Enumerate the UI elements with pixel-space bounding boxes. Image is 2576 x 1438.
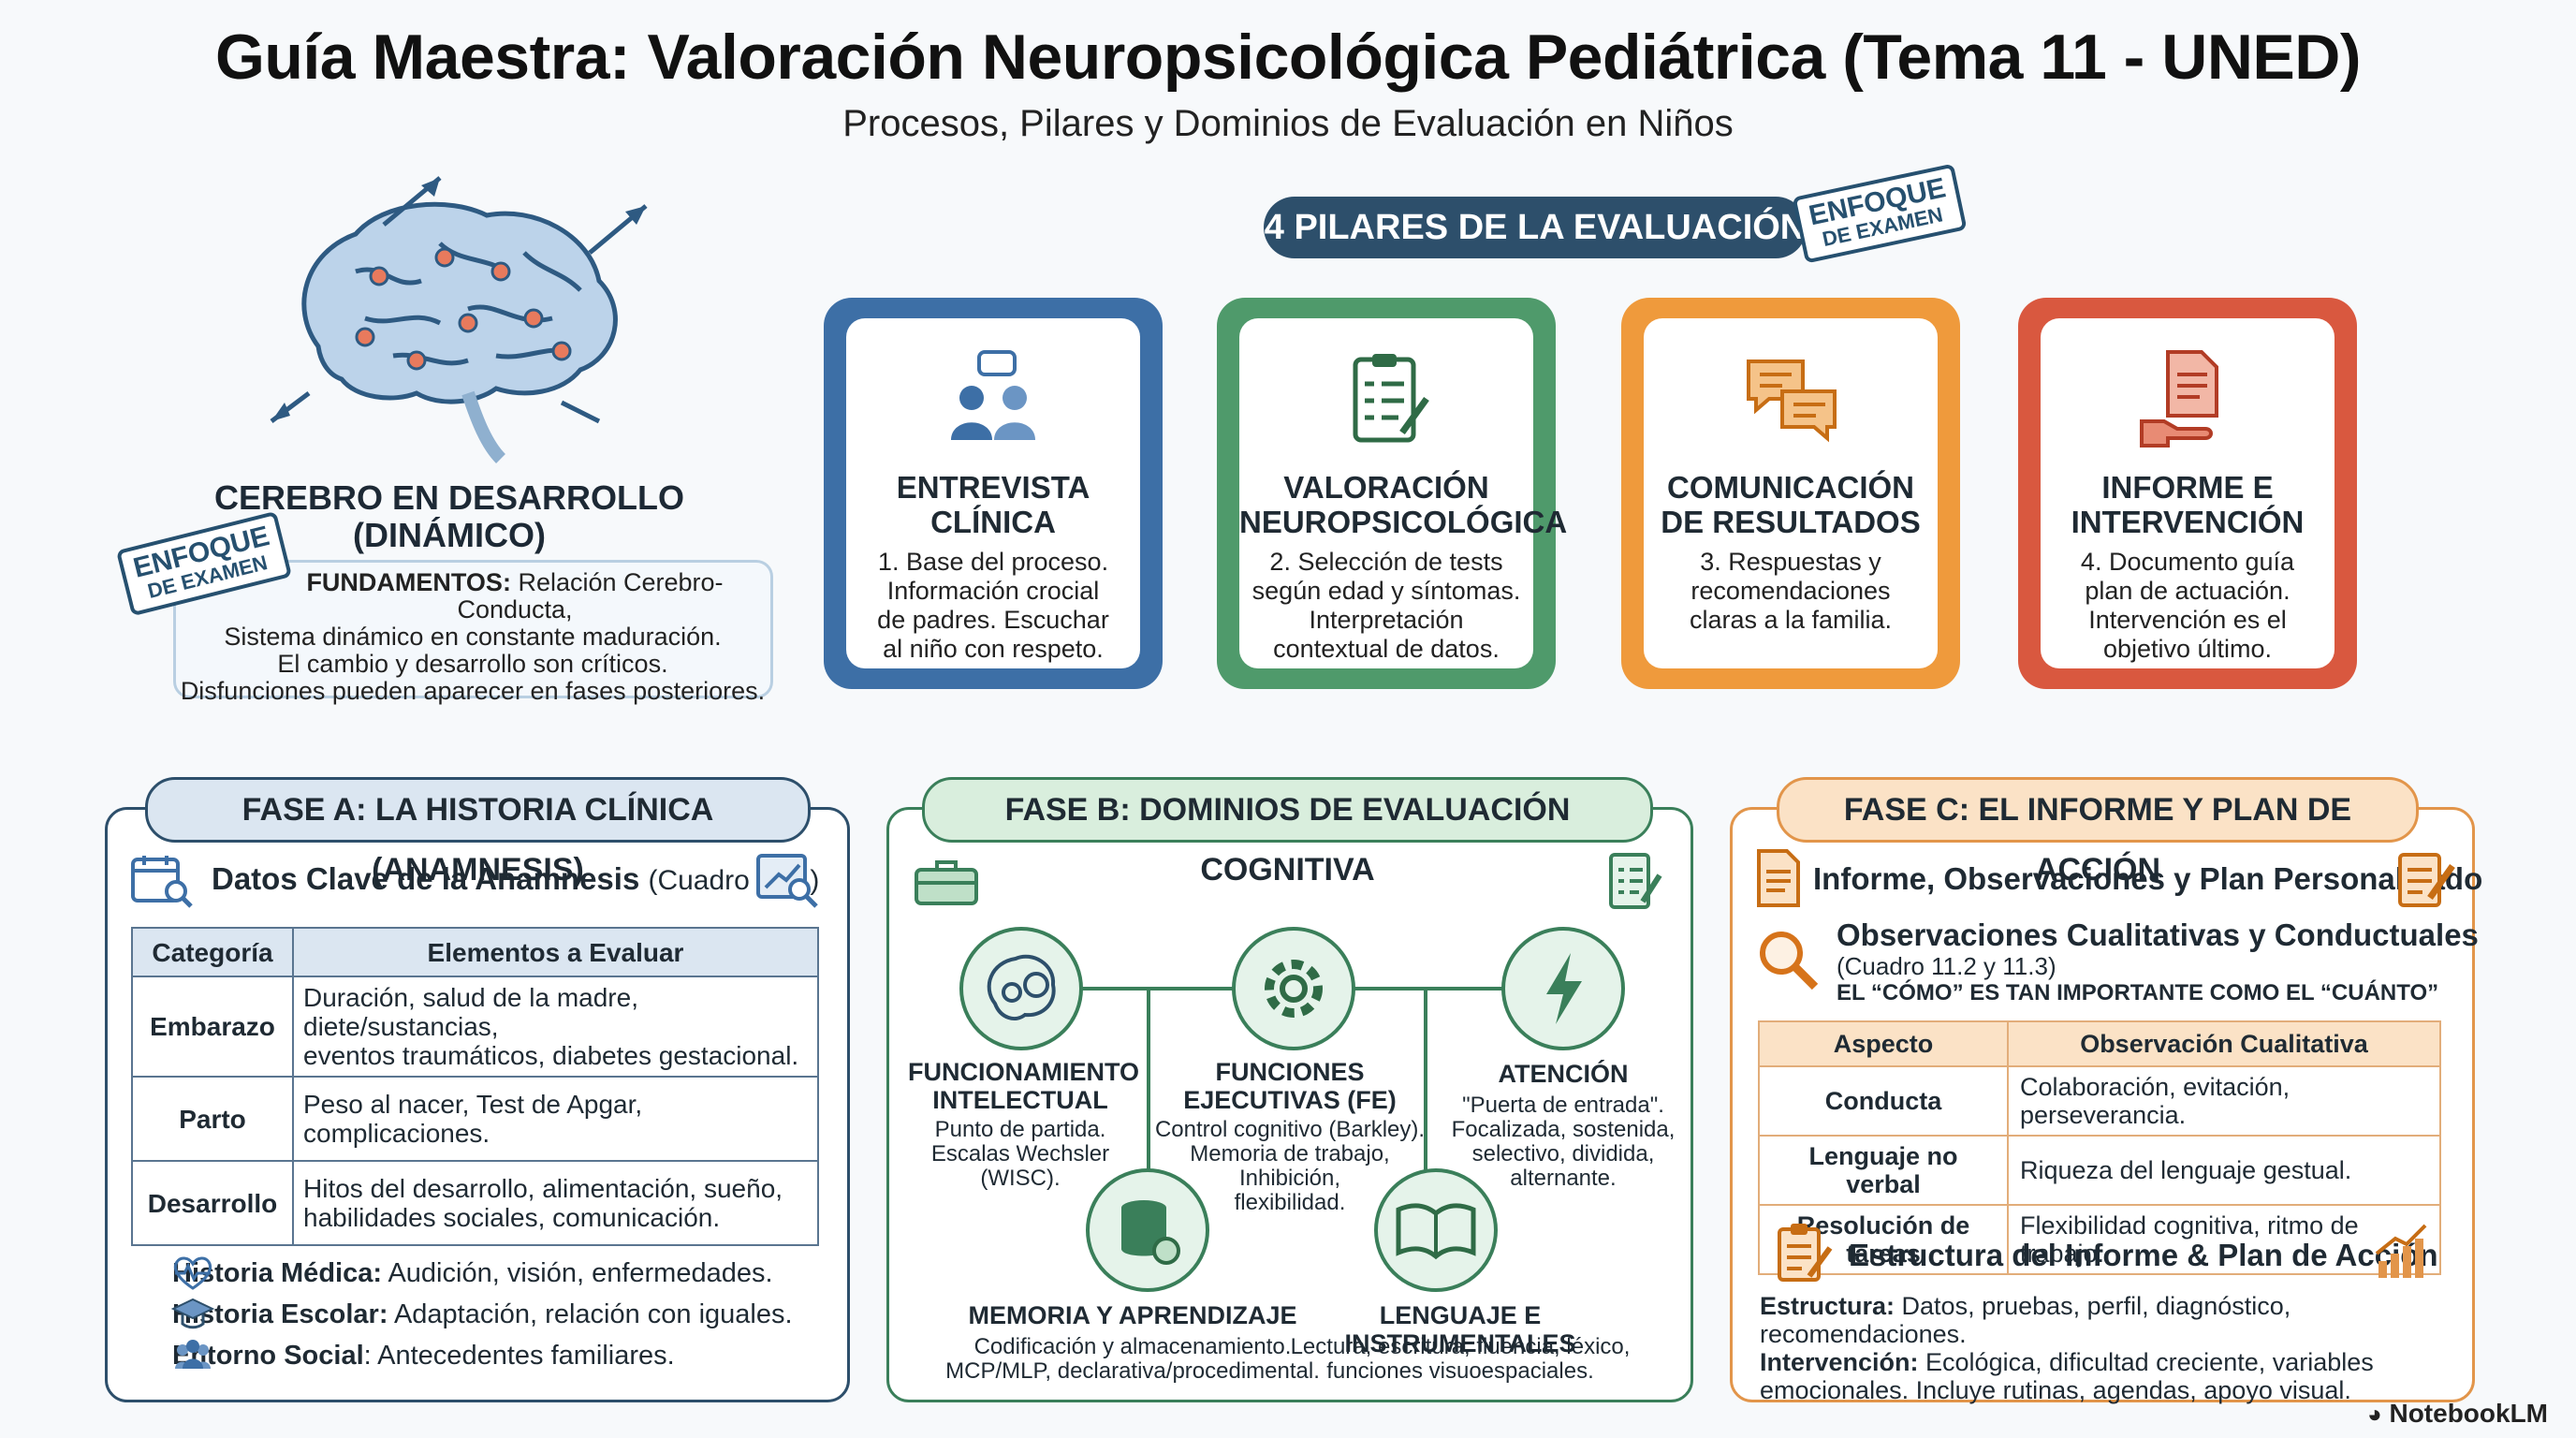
observations-title: Observaciones Cualitativas y Conductuale… bbox=[1837, 917, 2479, 952]
brain-gears-icon bbox=[959, 927, 1083, 1050]
history-list: Historia Médica: Audición, visión, enfer… bbox=[172, 1253, 793, 1376]
database-icon bbox=[1086, 1168, 1209, 1292]
gear-icon bbox=[1232, 927, 1355, 1050]
table-header-row: Categoría Elementos a Evaluar bbox=[131, 927, 819, 977]
table-cell: Parto bbox=[131, 1076, 294, 1162]
table-row: Desarrollo Hitos del desarrollo, aliment… bbox=[131, 1160, 819, 1246]
domain-text: Codificación y almacenamiento.MCP/MLP, d… bbox=[945, 1334, 1320, 1384]
table-cell: Flexibilidad cognitiva, ritmo de trabajo… bbox=[2007, 1204, 2441, 1275]
domain-text: Punto de partida.Escalas Wechsler(WISC). bbox=[930, 1117, 1110, 1191]
table-cell: Embarazo bbox=[131, 976, 294, 1078]
domain-title: LENGUAJE E INSTRUMENTALES bbox=[1344, 1301, 1576, 1357]
table-header: Observación Cualitativa bbox=[2007, 1020, 2441, 1067]
chat-icon bbox=[1747, 360, 1837, 443]
table-row: Conducta Colaboración, evitación, persev… bbox=[1758, 1065, 2441, 1137]
phase-b-label: FASE B: DOMINIOS DE EVALUACIÓN COGNITIVA bbox=[922, 777, 1653, 888]
document-hand-icon bbox=[2140, 350, 2218, 448]
domain-text: Control cognitivo (Barkley).Memoria de t… bbox=[1154, 1117, 1426, 1215]
table-row: Resolución de tareas Flexibilidad cognit… bbox=[1758, 1204, 2441, 1275]
list-item: Historia Médica: Audición, visión, enfer… bbox=[172, 1258, 773, 1288]
calendar-search-icon bbox=[131, 856, 193, 908]
table-cell: Lenguaje no verbal bbox=[1758, 1135, 2009, 1206]
domain-title: MEMORIA Y APRENDIZAJE bbox=[968, 1301, 1297, 1329]
phase-a-label: FASE A: LA HISTORIA CLÍNICA (ANAMNESIS) bbox=[145, 777, 811, 888]
brain-illustration bbox=[270, 176, 648, 463]
table-header-row: Aspecto Observación Cualitativa bbox=[1758, 1020, 2441, 1067]
chart-search-icon bbox=[756, 854, 818, 908]
structure-text: Estructura: Datos, pruebas, perfil, diag… bbox=[1760, 1292, 2374, 1404]
table-header: Elementos a Evaluar bbox=[292, 927, 819, 977]
magnifier-icon bbox=[1760, 932, 1819, 990]
observations-table: Aspecto Observación Cualitativa Conducta… bbox=[1758, 1020, 2441, 1275]
checklist-icon bbox=[1609, 853, 1662, 909]
anamnesis-table: Categoría Elementos a Evaluar Embarazo D… bbox=[131, 927, 819, 1246]
group-icon bbox=[175, 1340, 211, 1369]
table-cell: Hitos del desarrollo, alimentación, sueñ… bbox=[292, 1160, 819, 1246]
observations-block: Observaciones Cualitativas y Conductuale… bbox=[1837, 917, 2479, 1007]
domain-text: Lectura, escritura, fluencia, léxico,fun… bbox=[1290, 1334, 1631, 1384]
table-row: Embarazo Duración, salud de la madre, di… bbox=[131, 976, 819, 1078]
table-row: Parto Peso al nacer, Test de Apgar, comp… bbox=[131, 1076, 819, 1162]
clipboard-edit-icon bbox=[1778, 1224, 1833, 1282]
phase-b-panel bbox=[886, 807, 1693, 1402]
table-cell: Resolución de tareas bbox=[1758, 1204, 2009, 1275]
structure-title: Estructura del Informe & Plan de Acción bbox=[1849, 1238, 2438, 1272]
briefcase-icon bbox=[915, 860, 978, 905]
table-header: Categoría bbox=[131, 927, 294, 977]
table-cell: Colaboración, evitación, perseverancia. bbox=[2007, 1065, 2441, 1137]
notebooklm-logo: ◕ NotebookLM bbox=[2366, 1399, 2548, 1428]
observations-note: EL “CÓMO” ES TAN IMPORTANTE COMO EL “CUÁ… bbox=[1837, 980, 2439, 1005]
pillars-banner: 4 PILARES DE LA EVALUACIÓN bbox=[1264, 197, 1807, 258]
table-header: Aspecto bbox=[1758, 1020, 2009, 1067]
table-row: Lenguaje no verbal Riqueza del lenguaje … bbox=[1758, 1135, 2441, 1206]
lightning-icon bbox=[1501, 927, 1625, 1050]
phase-a-heading: Datos Clave de la Anamnesis (Cuadro 11.1… bbox=[212, 861, 820, 896]
fundamentos-box bbox=[173, 560, 773, 698]
fundamentos-text: FUNDAMENTOS: Relación Cerebro-Conducta, … bbox=[180, 568, 766, 705]
page-title: Guía Maestra: Valoración Neuropsicológic… bbox=[214, 22, 2362, 93]
page-subtitle: Procesos, Pilares y Dominios de Evaluaci… bbox=[842, 103, 1734, 144]
clipboard-icon bbox=[1353, 354, 1429, 443]
table-cell: Duración, salud de la madre, diete/susta… bbox=[292, 976, 819, 1078]
observations-ref: (Cuadro 11.2 y 11.3) bbox=[1837, 952, 2056, 980]
phase-c-label: FASE C: EL INFORME Y PLAN DE ACCIÓN bbox=[1777, 777, 2419, 888]
list-item: Entorno Social: Antecedentes familiares. bbox=[172, 1341, 675, 1371]
table-cell: Conducta bbox=[1758, 1065, 2009, 1137]
people-icon bbox=[951, 350, 1035, 440]
document-icon bbox=[1757, 849, 1800, 907]
domain-title: ATENCIÓN bbox=[1498, 1060, 1629, 1088]
domain-text: "Puerta de entrada".Focalizada, sostenid… bbox=[1451, 1093, 1676, 1191]
growth-chart-icon bbox=[2375, 1224, 2427, 1278]
graduation-cap-icon bbox=[171, 1298, 214, 1329]
brain-caption: CEREBRO EN DESARROLLO (DINÁMICO) bbox=[213, 478, 685, 554]
phase-c-heading: Informe, Observaciones y Plan Personaliz… bbox=[1813, 861, 2483, 896]
heart-pulse-icon bbox=[173, 1256, 212, 1290]
edit-document-icon bbox=[2398, 853, 2455, 907]
notebooklm-icon: ◕ bbox=[2366, 1400, 2382, 1428]
pillars-exam-stamp: ENFOQUE DE EXAMEN bbox=[1792, 163, 1968, 264]
table-cell: Riqueza del lenguaje gestual. bbox=[2007, 1135, 2441, 1206]
list-item: Historia Escolar: Adaptación, relación c… bbox=[172, 1299, 793, 1329]
table-cell: Peso al nacer, Test de Apgar, complicaci… bbox=[292, 1076, 819, 1162]
table-cell: Desarrollo bbox=[131, 1160, 294, 1246]
book-icon bbox=[1374, 1168, 1498, 1292]
